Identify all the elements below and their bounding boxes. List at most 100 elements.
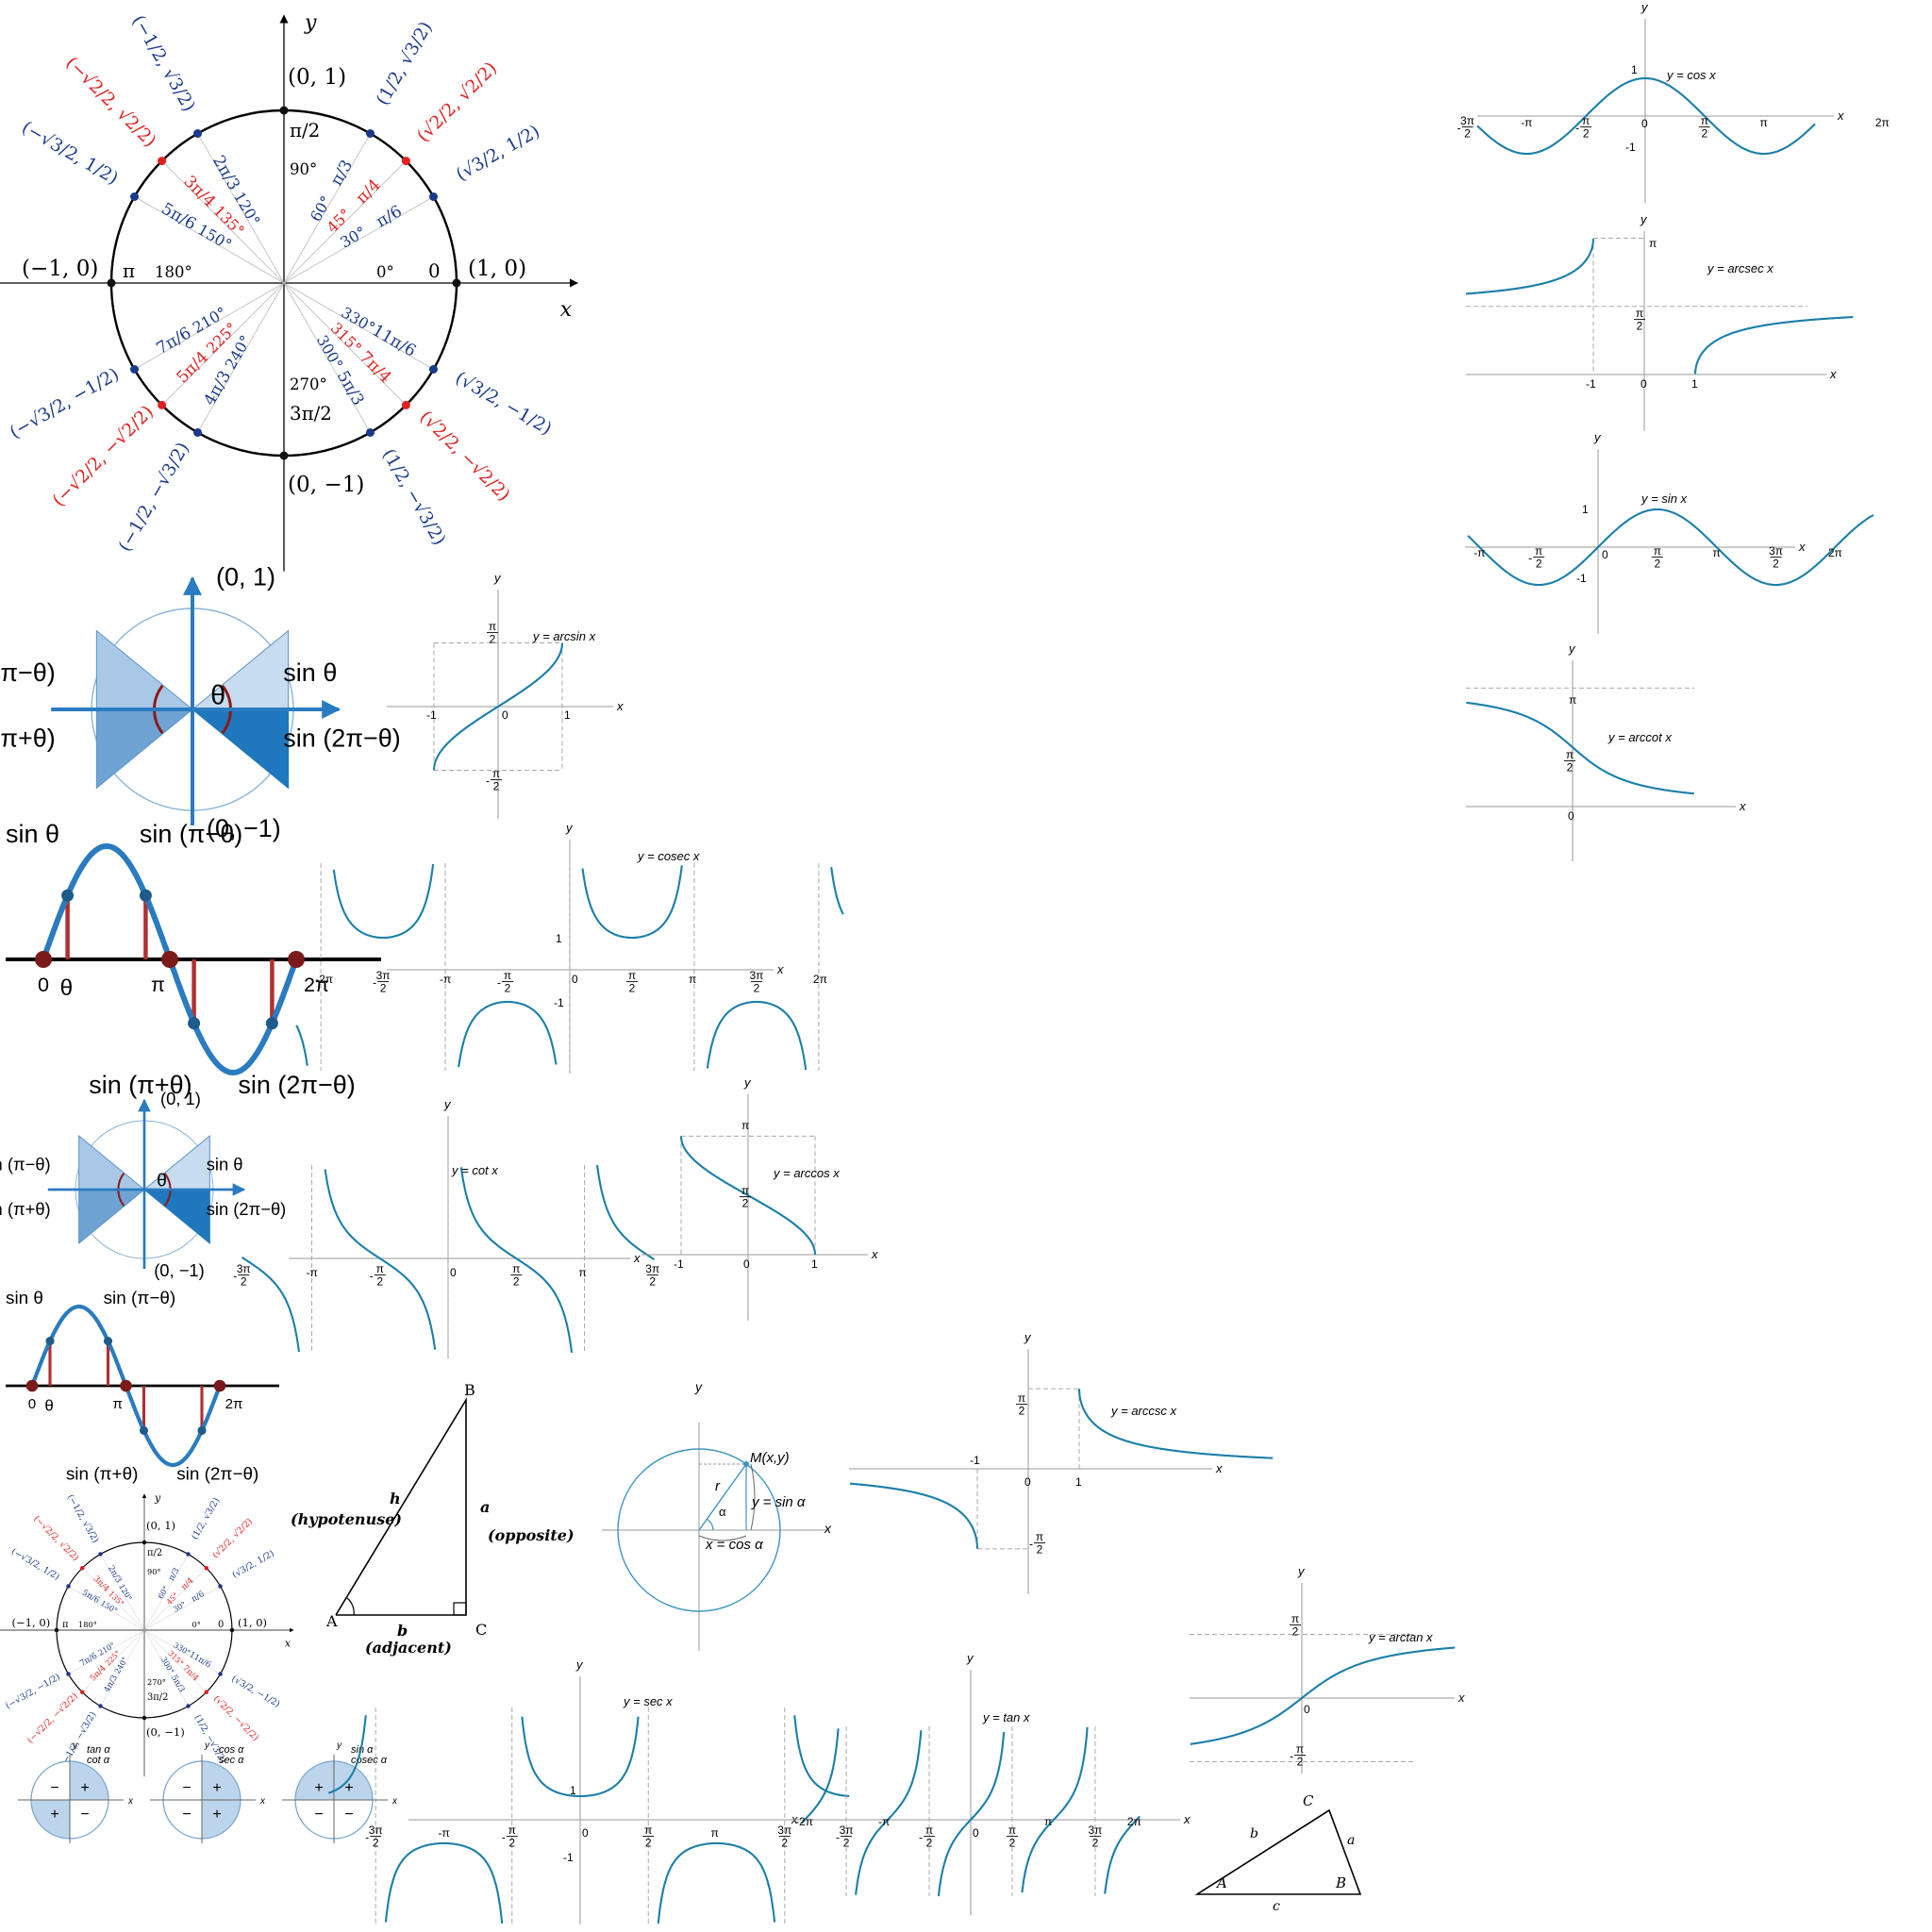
fraction-label: π2- [1528,544,1545,570]
point-radian: 2π/3 [208,153,243,194]
oblique-triangle: A B C a b c [1194,1792,1362,1914]
fraction-label: π2 [1290,1612,1301,1638]
curve-point [61,889,75,902]
side-a-label: a [480,1498,490,1516]
y-axis-label: y [966,1651,974,1665]
angle-spoke [197,282,285,433]
cardinal-degree: 270° [290,375,327,393]
fraction-minus: - [486,774,490,787]
tick-label: π [1713,546,1721,559]
point-coordinate: (√3/2, −1/2) [452,368,555,439]
tick-theta: θ [60,975,74,1001]
unit-circle-point-m: y x M(x,y) r α y = sin α x = cos α [602,1379,832,1651]
x-tick: 0 [1641,117,1648,130]
fraction-label: π2 [1634,307,1645,332]
cardinal-coordinate: (0, 1) [146,1519,175,1532]
angle-point [158,157,167,166]
point-coordinate: (√3/2, 1/2) [230,1548,275,1580]
angle-point [79,1690,85,1695]
fraction-denominator: 2 [513,1274,520,1288]
quadrant-sign: + [212,1780,221,1796]
x-tick: -1 [1586,377,1596,391]
y-tick: -1 [1576,572,1587,585]
x-tick: -1 [674,1257,684,1271]
bottom-coordinate: (0, −1) [154,1260,205,1280]
side-c-label: c [1273,1899,1280,1914]
fraction-denominator: 2 [1464,126,1471,140]
curve-point [139,889,152,902]
y-axis-label: y [743,1075,752,1090]
fraction-minus: - [1457,121,1461,134]
q2-label: sin (π−θ) [0,658,56,687]
fraction-numerator: π [1636,307,1643,320]
x-tick: 2π [813,973,827,986]
graph-title: y = arctan x [1368,1630,1433,1644]
y-tick: π [1649,237,1657,250]
point-radian: π/4 [179,1575,195,1591]
x-tick: 0 [572,973,578,986]
zero-point [161,951,178,968]
cardinal-radian: 0 [428,260,441,282]
x-tick: 0 [450,1266,457,1279]
fraction-denominator: 2 [649,1274,656,1288]
fraction-denominator: 2 [505,981,511,994]
angle-point [186,1704,191,1708]
fraction-label: π2- [1575,114,1592,140]
angle-point [79,1565,85,1571]
x-axis-label: x [1457,1690,1465,1705]
fraction-label: π2 [510,1262,523,1288]
tick-label: 2π [1828,546,1842,559]
fraction-numerator: π [376,1262,384,1275]
fraction-denominator: 2 [1773,557,1779,570]
angle-spoke [283,282,371,433]
fraction-label: π2 [1698,114,1710,140]
fraction-denominator: 2 [1037,1542,1043,1556]
quadrant-sign: + [314,1780,323,1796]
point-radian: π/4 [353,175,385,208]
q3-label: sin (π+θ) [0,724,56,753]
point-radian: 7π/4 [356,348,395,388]
fraction-label: 3π2- [373,969,390,994]
fraction-label: π2- [1290,1742,1306,1768]
cardinal-point [107,278,116,288]
fraction-numerator: 3π [1460,114,1474,127]
sin-pi-plus-label: sin (π+θ) [66,1464,139,1484]
r-label: r [715,1478,721,1494]
tick-pi: π [113,1396,123,1412]
fraction-denominator: 2 [508,1836,515,1849]
x-tick: 0 [1304,1703,1310,1716]
point-radian: π/6 [190,1590,206,1605]
top-coordinate: (0, 1) [216,562,275,591]
x-tick: π [689,973,696,986]
fraction-numerator: π [508,1824,516,1837]
point-radian: 3π/4 [180,172,220,211]
fraction-numerator: 3π [376,969,391,982]
graph-title: y = arccos x [773,1166,840,1180]
angle-a-arc [346,1597,355,1616]
side-h-label: h [390,1490,401,1507]
angle-point [193,129,202,139]
fraction-minus: - [373,975,376,989]
fraction-denominator: 2 [1583,126,1590,140]
x-tick: 1 [1075,1475,1082,1489]
angle-point [428,365,438,374]
angle-spoke [143,1568,207,1631]
tick-pi: π [151,973,165,996]
fraction-label: π2 [1564,748,1575,774]
angle-point [130,365,140,374]
graph-title: y = sec x [623,1694,673,1708]
curve-point [197,1425,207,1435]
point-radian: 5π/4 [89,1663,108,1683]
x-tick: -π [878,1815,890,1828]
opposite-label: (opposite) [488,1526,575,1544]
function-curve [1466,239,1595,295]
x-axis-label: x [1215,1461,1223,1475]
x-axis-label: x [616,699,624,713]
fraction-denominator: 2 [373,1836,379,1849]
bottom-coordinate: (0, −1) [207,814,281,842]
angle-point [218,1672,223,1676]
x-tick: 0 [1641,377,1647,391]
y-tick: π [1569,693,1576,707]
angle-spoke [82,1568,145,1631]
